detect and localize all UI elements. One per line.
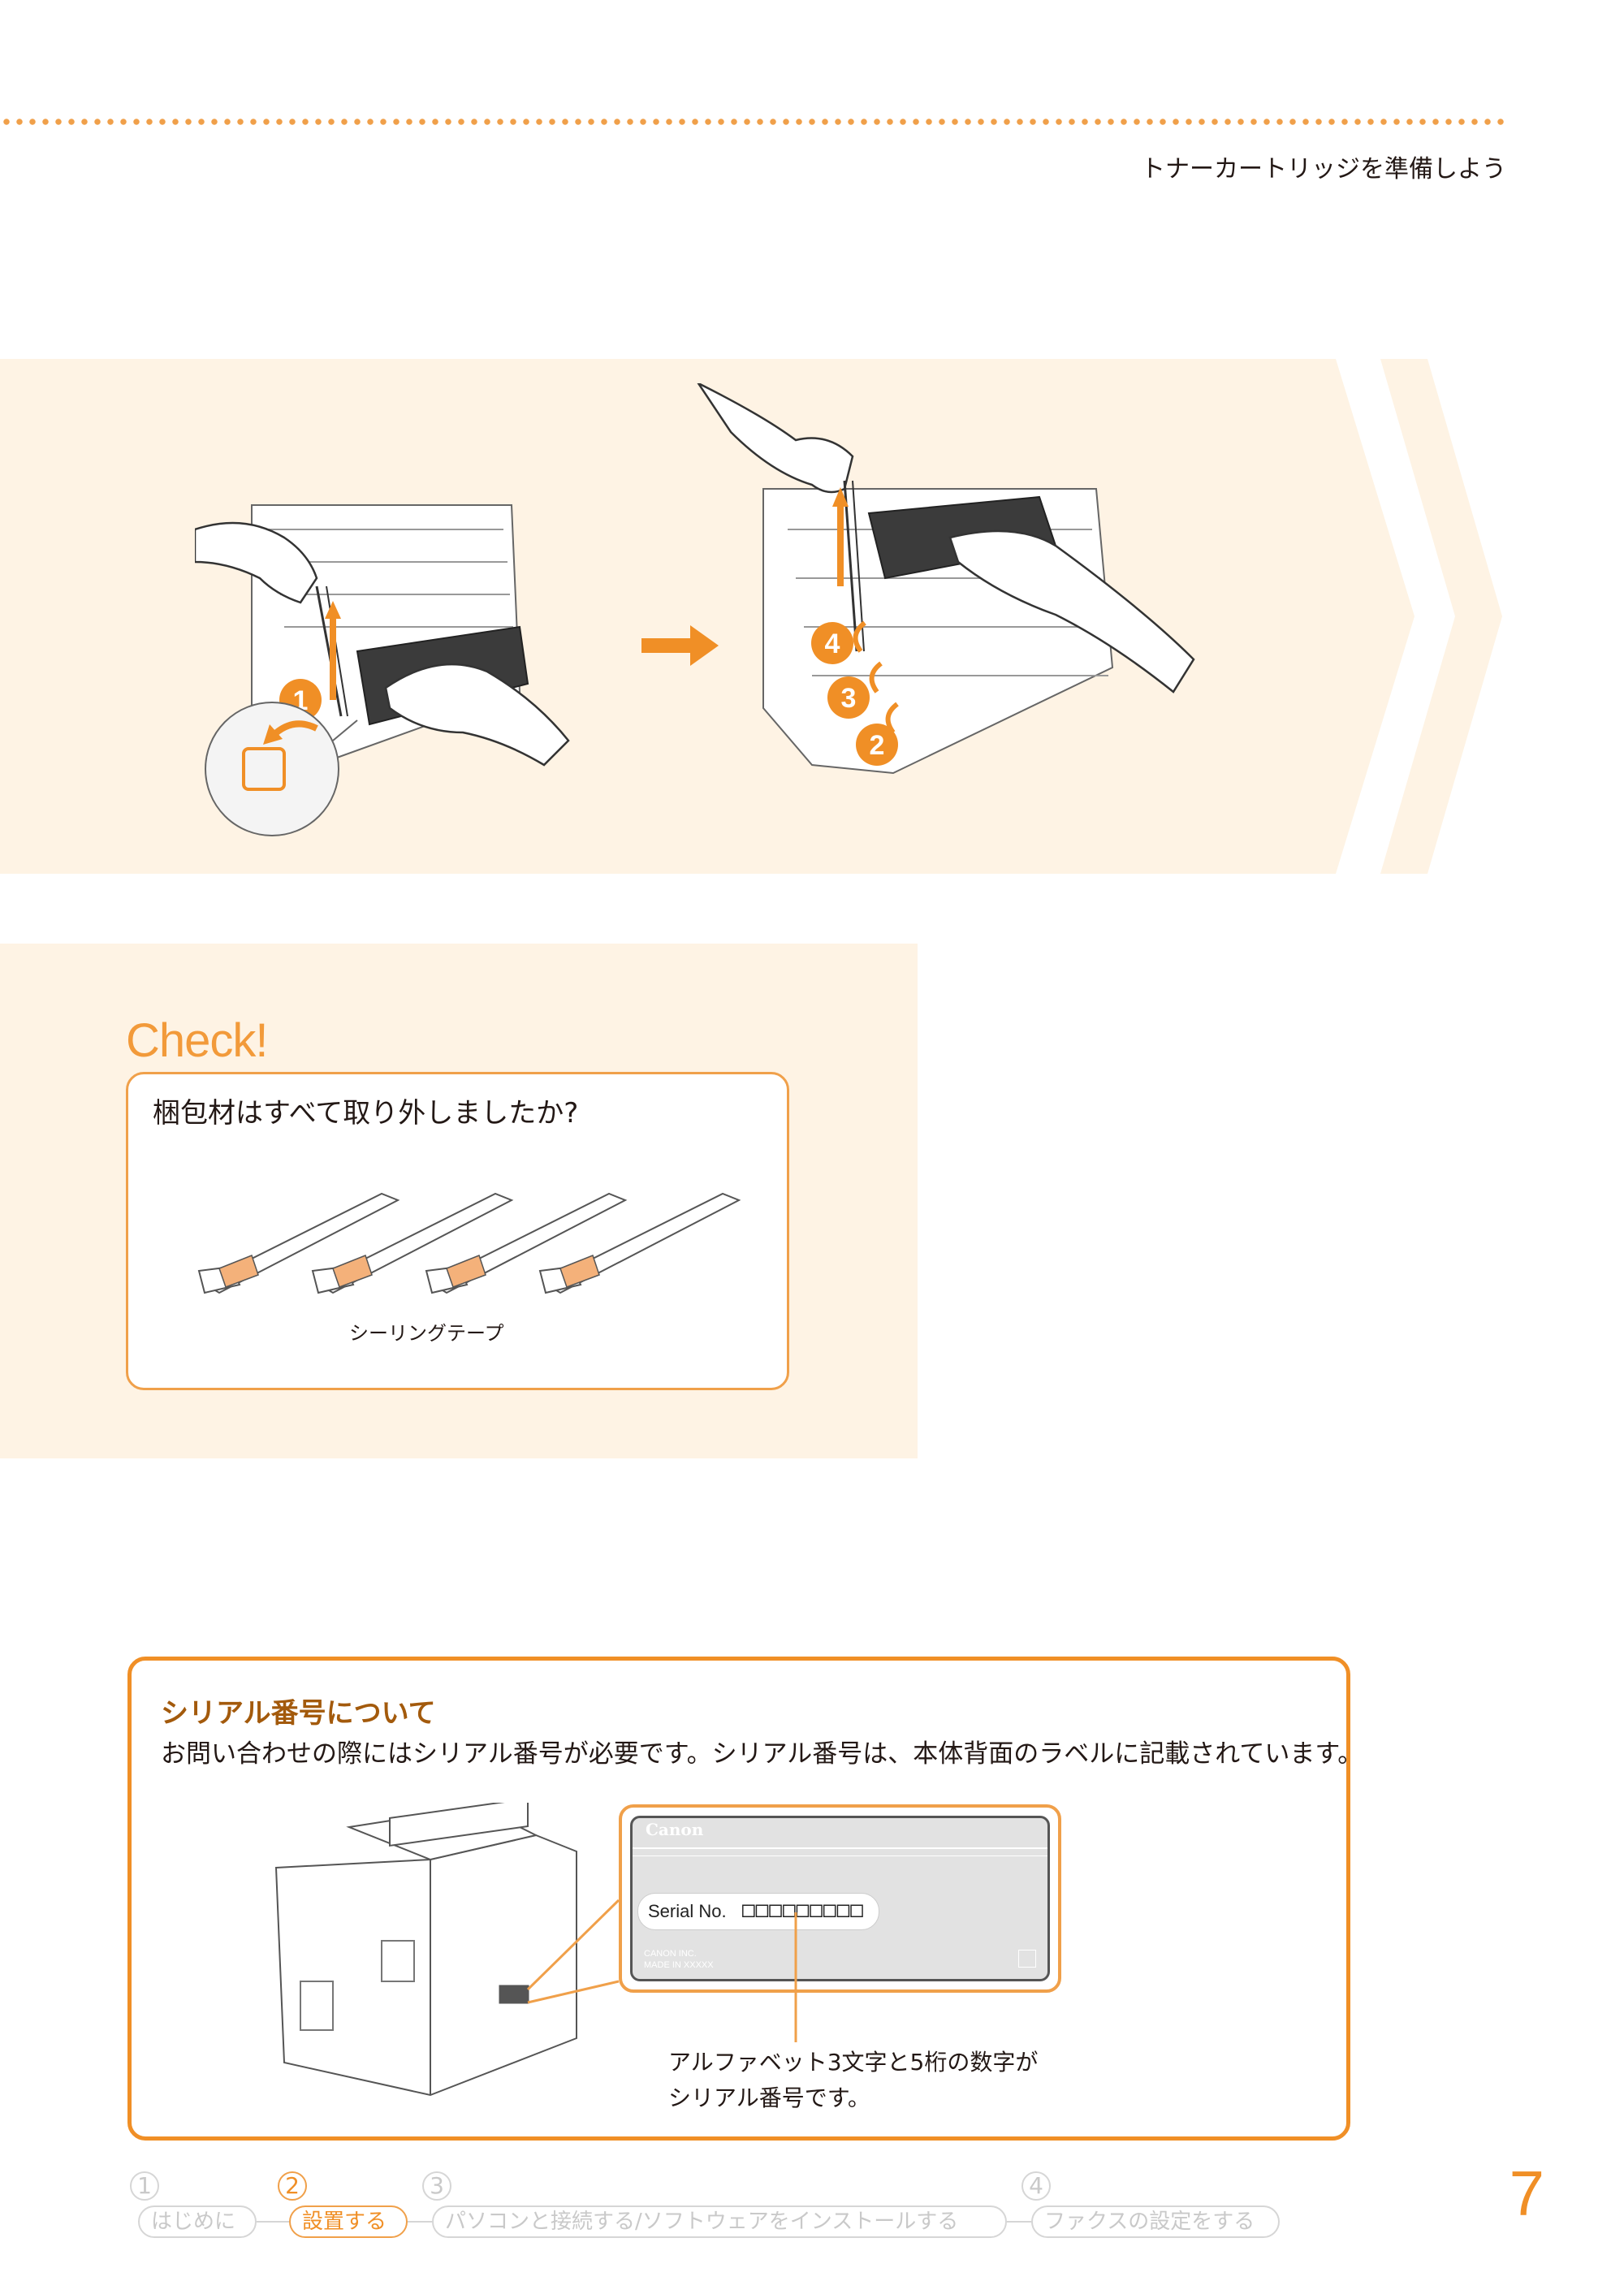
step-band: 1 4 3 2 xyxy=(0,359,1502,874)
detail-inset xyxy=(205,702,339,836)
right-arrow-icon xyxy=(641,625,719,666)
sealing-tape-2 xyxy=(311,1192,514,1294)
sealing-tape-3 xyxy=(425,1192,628,1294)
nav-item-3[interactable]: パソコンと接続する/ソフトウェアをインストールする xyxy=(432,2205,1007,2238)
sealing-tapes-illustration xyxy=(197,1192,741,1294)
step-badge-2-label: 2 xyxy=(870,730,885,761)
running-title: トナーカートリッジを準備しよう xyxy=(1141,155,1506,184)
label-inner: Canon Serial No. □□□□□□□□□ CANON INC. MA… xyxy=(630,1816,1050,1981)
callout-line xyxy=(794,1912,797,2042)
nav-item-2-number: 2 xyxy=(278,2171,307,2201)
step-badge-3-label: 3 xyxy=(841,683,857,714)
nav-item-4-number: 4 xyxy=(1021,2171,1051,2201)
illustration-pull-tape: 1 xyxy=(195,504,570,836)
nav-item-4[interactable]: ファクスの設定をする xyxy=(1031,2205,1280,2238)
page-number: 7 xyxy=(1509,2158,1544,2229)
step-badge-2 xyxy=(856,724,898,766)
serial-field-value: □□□□□□□□□ xyxy=(742,1898,864,1922)
nav-item-3-number: 3 xyxy=(422,2171,451,2201)
serial-body: お問い合わせの際にはシリアル番号が必要です。シリアル番号は、本体背面のラベルに記… xyxy=(161,1739,1363,1769)
check-title: Check! xyxy=(126,1014,269,1067)
step-badge-4 xyxy=(811,622,853,664)
check-box xyxy=(126,1072,789,1390)
serial-field-label: Serial No. xyxy=(648,1901,727,1921)
step-badge-3 xyxy=(827,676,870,719)
serial-callout: アルファベット3文字と5桁の数字が シリアル番号です。 xyxy=(668,2049,1039,2111)
nav-item-2[interactable]: 設置する xyxy=(289,2205,408,2238)
serial-label-plate: Canon Serial No. □□□□□□□□□ CANON INC. MA… xyxy=(619,1804,1061,1993)
maker-text: CANON INC. MADE IN XXXXX xyxy=(644,1949,714,1970)
canon-logo: Canon xyxy=(646,1820,704,1839)
tape-caption: シーリングテープ xyxy=(349,1322,504,1345)
nav-item-1[interactable]: はじめに xyxy=(138,2205,257,2238)
rear-label-spot xyxy=(499,1985,529,2004)
serial-title: シリアル番号について xyxy=(161,1697,436,1730)
dotted-rule xyxy=(0,118,1510,126)
label-square xyxy=(1018,1950,1036,1968)
printer-rear-illustration xyxy=(274,1803,620,2097)
chapter-nav: 1 はじめに 2 設置する 3 パソコンと接続する/ソフトウェアをインストールす… xyxy=(130,2171,1299,2244)
nav-item-1-number: 1 xyxy=(130,2171,159,2201)
sealing-tape-1 xyxy=(197,1192,400,1294)
step-badge-4-label: 4 xyxy=(825,629,840,659)
check-question: 梱包材はすべて取り外しましたか? xyxy=(153,1097,579,1130)
sealing-tape-4 xyxy=(538,1192,741,1294)
illustration-remove-tapes: 4 3 2 xyxy=(697,383,1195,775)
serial-field: Serial No. □□□□□□□□□ xyxy=(637,1893,879,1930)
